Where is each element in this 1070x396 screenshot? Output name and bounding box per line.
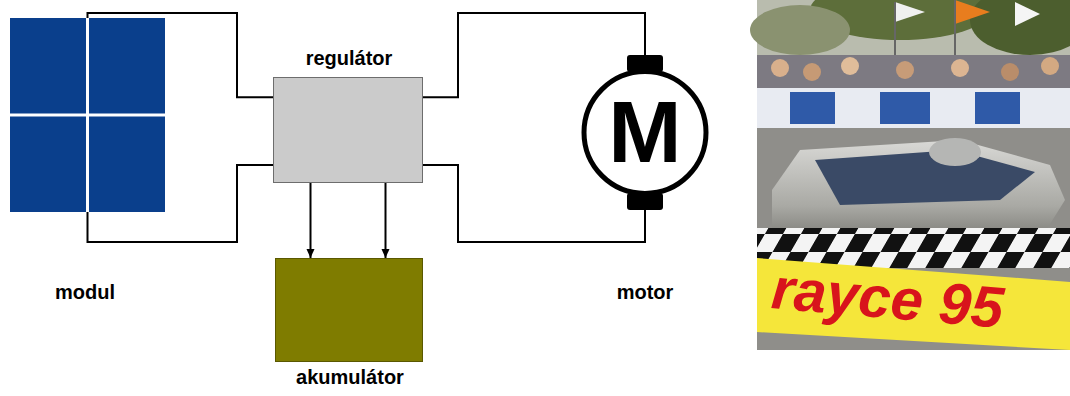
tree xyxy=(970,0,1070,55)
canopy xyxy=(929,138,981,166)
solar-panel xyxy=(815,150,1035,205)
flag xyxy=(895,2,925,22)
solar-cell xyxy=(89,18,165,114)
fence-banner xyxy=(880,92,930,124)
spectator xyxy=(896,61,914,79)
tree xyxy=(750,5,850,55)
flag xyxy=(1015,2,1040,26)
solar-module: modul xyxy=(10,18,165,212)
solar-cell xyxy=(10,18,86,114)
motor-letter: M xyxy=(608,82,681,182)
spectator xyxy=(841,57,859,75)
road xyxy=(757,128,1070,350)
fence-banner xyxy=(757,88,1070,128)
wire xyxy=(385,183,387,258)
motor-symbol: Mmotor xyxy=(575,55,715,210)
solar-cell xyxy=(89,117,165,213)
text-slot: M xyxy=(575,82,715,182)
text-slot: akumulátor xyxy=(256,365,444,389)
module-outline xyxy=(10,18,165,212)
text-slot: regulátor xyxy=(274,46,424,70)
motor-label: motor xyxy=(617,280,674,304)
spectator xyxy=(771,59,789,77)
battery-box: akumulátor xyxy=(275,258,423,362)
banner-text-holder: rayce 95 xyxy=(769,258,1006,339)
flag xyxy=(955,0,990,24)
regulator-label: regulátor xyxy=(306,46,393,70)
yellow-banner xyxy=(757,258,1070,350)
text-slot: modul xyxy=(0,280,170,304)
motor-circle xyxy=(584,72,706,194)
text-slot: motor xyxy=(575,280,715,304)
module-label: modul xyxy=(55,280,115,304)
spectator xyxy=(1001,63,1019,81)
battery-label: akumulátor xyxy=(296,365,404,389)
regulator-box: regulátor xyxy=(273,77,423,183)
wire xyxy=(310,183,312,258)
spectator xyxy=(951,59,969,77)
fence-banner xyxy=(790,92,835,124)
spectator xyxy=(803,63,821,81)
solar-cell xyxy=(10,117,86,213)
spectator xyxy=(1041,57,1059,75)
banner-text: rayce 95 xyxy=(769,258,1006,339)
fence-banner xyxy=(975,92,1020,124)
